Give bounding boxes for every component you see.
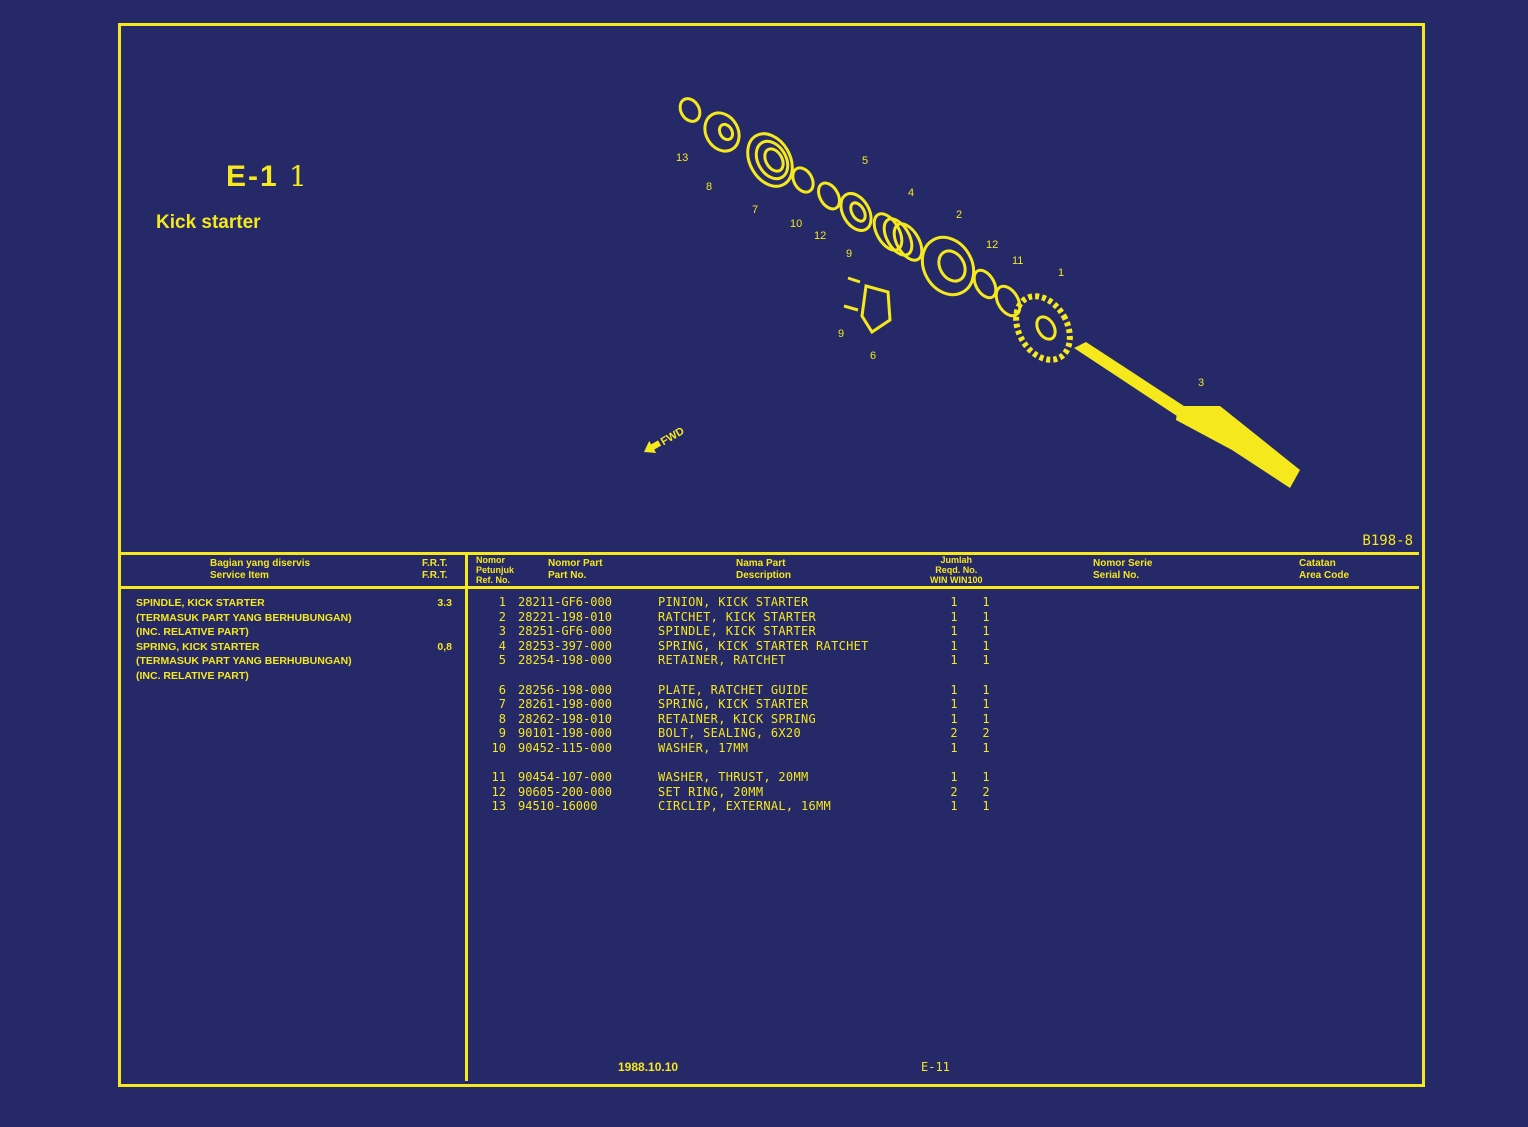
ratchet-spring-part (872, 212, 924, 262)
callout-12: 12 (814, 230, 826, 242)
callout-2: 2 (956, 209, 962, 221)
section-title: Kick starter (156, 212, 261, 233)
diagram-reference: B198-8 (1362, 533, 1413, 549)
header-serial-no: Nomor Serie Serial No. (1093, 558, 1153, 581)
callout-1: 1 (1058, 267, 1064, 279)
exploded-parts-diagram: 13 8 7 10 12 5 4 2 12 11 1 9 9 6 3 FWD (644, 97, 1300, 488)
washer-17mm-part (791, 166, 815, 194)
service-item-row: (INC. RELATIVE PART) (136, 626, 249, 638)
callout-12b: 12 (986, 239, 998, 251)
pinion-part (1013, 293, 1073, 363)
callout-11: 11 (1012, 255, 1023, 267)
header-part-no: Nomor Part Part No. (548, 558, 603, 581)
header-qty: Jumlah Reqd. No. WIN WIN100 (930, 555, 983, 585)
service-item-row: (TERMASUK PART YANG BERHUBUNGAN) (136, 655, 352, 667)
circlip-part (678, 97, 702, 123)
service-item-row: (INC. RELATIVE PART) (136, 669, 249, 682)
header-service-item: Bagian yang diservis Service Item (210, 558, 311, 581)
ratchet-guide-plate-part (860, 284, 892, 335)
callout-10: 10 (790, 218, 802, 230)
callout-6: 6 (870, 350, 876, 362)
set-ring-part (817, 181, 841, 211)
svg-text:FWD: FWD (659, 425, 687, 448)
column-divider (465, 552, 468, 1081)
kick-spring-retainer-part (703, 111, 741, 153)
section-code: E-1 1 (226, 160, 309, 193)
footer-page-number: E-11 (921, 1060, 950, 1074)
service-item-row: (TERMASUK PART YANG BERHUBUNGAN) (136, 611, 352, 624)
header-notes: Catatan Area Code (1299, 558, 1350, 581)
fwd-arrow: FWD (644, 425, 687, 454)
callout-8: 8 (706, 181, 712, 193)
ratchet-retainer-part (839, 192, 873, 232)
spindle-part (1074, 342, 1300, 488)
page-frame (118, 23, 1425, 1087)
callout-13: 13 (676, 152, 688, 164)
kick-starter-spring-part (746, 132, 794, 188)
callout-7: 7 (752, 204, 758, 216)
header-description: Nama Part Description (736, 558, 792, 581)
header-bottom-rule (121, 586, 1419, 589)
table-top-rule (121, 552, 1419, 555)
header-frt: F.R.T. F.R.T. (422, 558, 448, 581)
callout-5: 5 (862, 155, 868, 167)
callout-3: 3 (1198, 377, 1204, 389)
header-ref-no: Nomor Petunjuk Ref. No. (476, 555, 515, 585)
sealing-bolt-part (843, 276, 861, 312)
ratchet-part (920, 235, 976, 297)
callout-9: 9 (846, 248, 852, 260)
footer-date: 1988.10.10 (618, 1060, 679, 1074)
thrust-washer-part (994, 284, 1022, 318)
callout-9b: 9 (838, 328, 844, 340)
callout-4: 4 (908, 187, 914, 199)
